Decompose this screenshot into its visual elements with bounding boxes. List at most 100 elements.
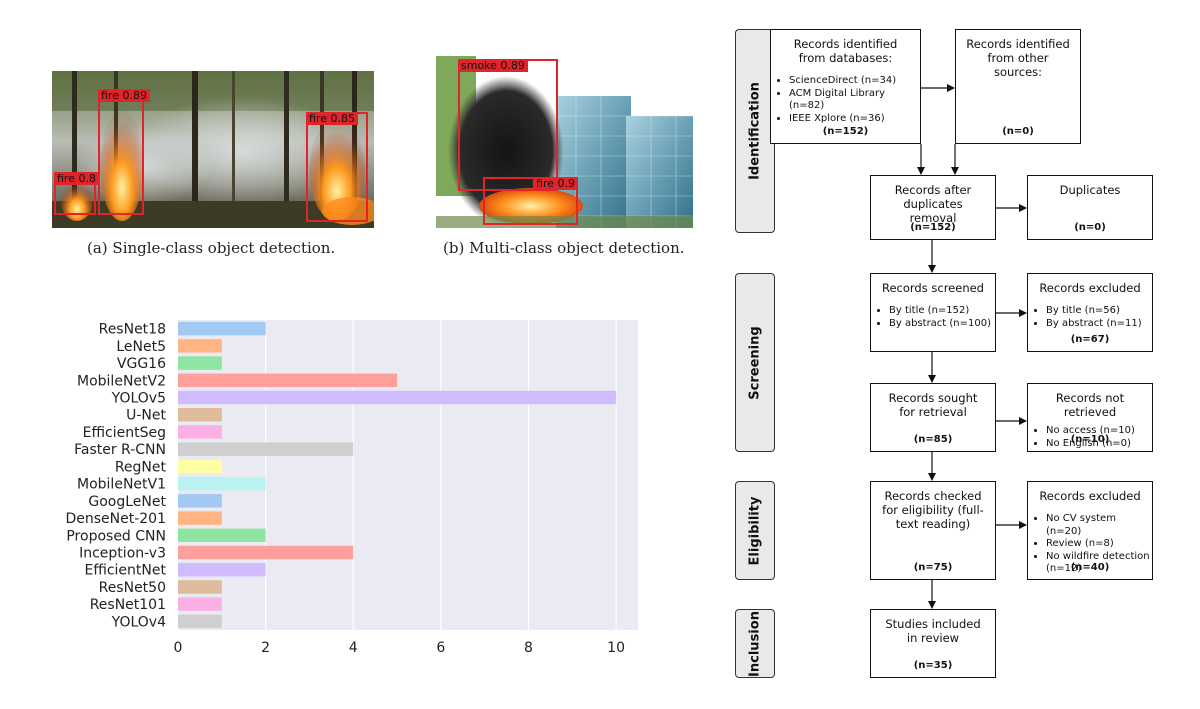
bar — [178, 321, 266, 336]
bar — [178, 528, 266, 542]
bar — [178, 563, 266, 577]
box-count: (n=152) — [910, 222, 956, 233]
x-tick-label: 8 — [524, 640, 533, 656]
box-records-checked: Records checked for eligibility (full-te… — [870, 481, 996, 580]
box-count: (n=152) — [822, 126, 869, 137]
list-item: No English (n=0) — [1046, 438, 1152, 451]
source-list: ScienceDirect (n=34) ACM Digital Library… — [771, 75, 920, 125]
box-records-excluded-screening: Records excluded By title (n=56) By abst… — [1027, 273, 1153, 352]
list-item: No access (n=10) — [1046, 425, 1152, 438]
caption-multi-class: (b) Multi-class object detection. — [443, 239, 685, 257]
x-tick-label: 10 — [607, 640, 625, 656]
box-count: (n=40) — [1070, 562, 1110, 573]
bar — [178, 459, 222, 474]
category-label: Faster R-CNN — [74, 442, 166, 458]
category-label: EfficientNet — [84, 563, 166, 579]
list-item: No wildfire detection (n=12) — [1046, 551, 1152, 576]
category-label: Proposed CNN — [66, 528, 166, 544]
category-label: MobileNetV1 — [77, 477, 166, 493]
box-count: (n=85) — [913, 434, 953, 445]
stage-inclusion: Inclusion — [735, 609, 775, 678]
x-tick-label: 0 — [174, 640, 183, 656]
list-item: By title (n=152) — [889, 305, 995, 318]
exclusion-list: By title (n=56) By abstract (n=11) — [1028, 305, 1152, 330]
x-tick-label: 4 — [349, 640, 358, 656]
box-title: Records after duplicates removal — [894, 183, 972, 225]
box-title: Records identified from other sources: — [966, 37, 1070, 79]
bar — [178, 339, 222, 353]
category-label: LeNet5 — [116, 339, 166, 355]
list-item: By title (n=56) — [1046, 305, 1152, 318]
category-label: EfficientSeg — [83, 425, 166, 441]
x-tick-label: 2 — [261, 640, 270, 656]
bar — [178, 614, 222, 629]
detection-label: fire 0.85 — [306, 112, 358, 125]
screening-list: By title (n=152) By abstract (n=100) — [871, 305, 995, 330]
box-count: (n=67) — [1070, 334, 1110, 345]
box-count: (n=35) — [913, 660, 953, 671]
stage-identification: Identification — [735, 29, 775, 233]
detection-box: fire 0.89 — [98, 89, 150, 215]
plot-area — [178, 320, 638, 630]
list-item: ScienceDirect (n=34) — [789, 75, 920, 88]
category-label: GoogLeNet — [88, 494, 166, 510]
list-item: IEEE Xplore (n=36) — [789, 113, 920, 126]
category-label: MobileNetV2 — [77, 373, 166, 389]
bar — [178, 425, 222, 439]
category-label: RegNet — [115, 459, 167, 475]
box-records-screened: Records screened By title (n=152) By abs… — [870, 273, 996, 352]
list-item: By abstract (n=11) — [1046, 318, 1152, 331]
box-title: Records excluded — [1039, 489, 1141, 503]
box-title: Records sought for retrieval — [888, 391, 978, 419]
category-label: ResNet50 — [99, 580, 166, 596]
category-label: U-Net — [126, 408, 166, 424]
forest-fire-image — [52, 71, 374, 228]
category-label: ResNet18 — [99, 322, 166, 338]
stage-eligibility: Eligibility — [735, 481, 775, 580]
box-title: Records identified from databases: — [793, 37, 898, 65]
caption-single-class: (a) Single-class object detection. — [87, 239, 336, 257]
list-item: ACM Digital Library (n=82) — [789, 88, 920, 113]
eligibility-exclusion-list: No CV system (n=20) Review (n=8) No wild… — [1028, 513, 1152, 576]
bar — [178, 390, 617, 405]
detection-box: fire 0.85 — [306, 112, 368, 222]
category-label: Inception-v3 — [79, 546, 166, 562]
detection-label: smoke 0.89 — [458, 59, 528, 72]
box-studies-included: Studies included in review (n=35) — [870, 609, 996, 678]
detection-box: fire 0.9 — [483, 177, 578, 225]
box-title: Duplicates — [1059, 183, 1121, 197]
bar — [178, 597, 222, 611]
bar — [178, 408, 222, 422]
box-count: (n=75) — [913, 562, 953, 573]
detection-box: fire 0.8 — [54, 172, 99, 215]
box-title: Records excluded — [1039, 281, 1141, 295]
box-count: (n=0) — [1074, 222, 1106, 233]
category-label: ResNet101 — [90, 597, 166, 613]
stage-screening: Screening — [735, 273, 775, 452]
bar — [178, 373, 398, 387]
category-label: DenseNet-201 — [65, 511, 166, 527]
bar — [178, 494, 222, 508]
box-count: (n=0) — [1002, 126, 1034, 137]
bar — [178, 511, 222, 525]
bar — [178, 476, 266, 491]
building-fire-photo: smoke 0.89 fire 0.9 — [436, 56, 693, 228]
stage-label: Identification — [747, 82, 763, 180]
bar — [178, 356, 222, 370]
box-records-other: Records identified from other sources: (… — [955, 29, 1081, 144]
detection-label: fire 0.9 — [533, 177, 578, 190]
box-records-sought: Records sought for retrieval (n=85) — [870, 383, 996, 452]
bar — [178, 545, 354, 560]
box-title: Records not retrieved — [1055, 391, 1125, 419]
stage-label: Eligibility — [747, 496, 763, 565]
list-item: Review (n=8) — [1046, 538, 1152, 551]
detection-box: smoke 0.89 — [458, 59, 558, 191]
box-count: (n=10) — [1070, 434, 1110, 445]
box-after-duplicates: Records after duplicates removal (n=152) — [870, 175, 996, 240]
detection-label: fire 0.8 — [54, 172, 99, 185]
detection-label: fire 0.89 — [98, 89, 150, 102]
box-title: Studies included in review — [885, 617, 981, 645]
box-records-databases: Records identified from databases: Scien… — [770, 29, 921, 144]
